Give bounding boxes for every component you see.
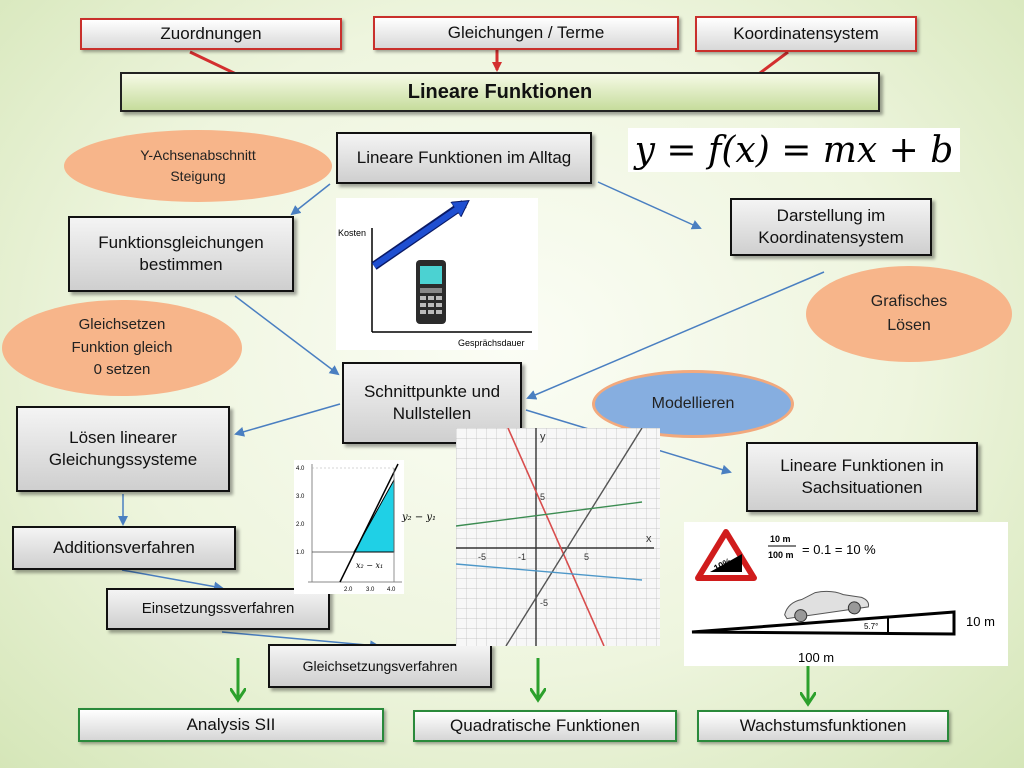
phone-cost-arrow-fill bbox=[372, 203, 464, 269]
oval-gleichsetzen: Gleichsetzen Funktion gleich 0 setzen bbox=[2, 300, 242, 396]
arrow-alltag-to-funktionsgleichungen bbox=[290, 183, 331, 216]
box-gleichsetzungsverfahren: Gleichsetzungsverfahren bbox=[268, 644, 492, 688]
prereq-koordinaten-label: Koordinatensystem bbox=[733, 23, 879, 43]
oval-gleichsetzen-line2: Funktion gleich bbox=[71, 338, 173, 356]
box-darstellung-koordinatensystem: Darstellung im Koordinatensystem bbox=[730, 198, 932, 256]
grid-line-red bbox=[507, 428, 605, 646]
grid-y-label: y bbox=[540, 431, 546, 443]
box-additionsverfahren: Additionsverfahren bbox=[12, 526, 236, 570]
box-additions-label: Additionsverfahren bbox=[53, 537, 195, 557]
arrow-funktionsgleichungen-to-schnittpunkte bbox=[234, 295, 340, 376]
slope-dx-label: x₂ − x₁ bbox=[356, 561, 383, 570]
oval-gleichsetzen-line1: Gleichsetzen bbox=[78, 316, 166, 334]
phone-cost-svg: Kosten Gesprächsdauer bbox=[338, 198, 532, 348]
slope-xtick-4: 4.0 bbox=[387, 587, 396, 593]
slope-ytick-2: 2.0 bbox=[296, 522, 305, 528]
box-loesen-label: Lösen linearer Gleichungssysteme bbox=[48, 427, 198, 469]
grid-line-graph: y x 5 -5 -5 -1 5 bbox=[456, 428, 660, 646]
prereq-zuordnungen-label: Zuordnungen bbox=[160, 23, 262, 43]
box-loesen-gleichungssysteme: Lösen linearer Gleichungssysteme bbox=[16, 406, 230, 492]
box-lineare-funktionen-alltag: Lineare Funktionen im Alltag bbox=[336, 132, 592, 184]
oval-y-achsenabschnitt: Y-Achsenabschnitt Steigung bbox=[64, 130, 332, 202]
grid-line-green bbox=[456, 501, 643, 527]
box-funktionsgleichungen-label: Funktionsgleichungen bestimmen bbox=[98, 232, 264, 274]
slope-ytick-4: 4.0 bbox=[296, 466, 305, 472]
box-gleichsetzungs-label: Gleichsetzungsverfahren bbox=[302, 657, 458, 674]
box-sachsituationen-label: Lineare Funktionen in Sachsituationen bbox=[780, 455, 944, 497]
page-title-text: Lineare Funktionen bbox=[407, 81, 593, 103]
oval-grafisches-loesen: Grafisches Lösen bbox=[806, 266, 1012, 362]
arrow-darstellung-to-schnittpunkte bbox=[526, 271, 825, 400]
grid-tick-5-left: -5 bbox=[478, 552, 486, 562]
ramp-length-label: 100 m bbox=[798, 650, 834, 665]
slope-line bbox=[339, 463, 399, 583]
slope-percentage-example: 10% 10 m 100 m = 0.1 = 10 % 5.7° 10 m 10… bbox=[684, 522, 1008, 666]
grid-line-blue bbox=[456, 563, 643, 581]
box-sachsituationen: Lineare Funktionen in Sachsituationen bbox=[746, 442, 978, 512]
outcome-wachstum: Wachstumsfunktionen bbox=[697, 710, 949, 742]
ramp-angle: 5.7° bbox=[864, 622, 878, 631]
formula-text: y = f(x) = mx + b bbox=[634, 129, 954, 171]
car-icon bbox=[784, 590, 870, 623]
ramp-height-label: 10 m bbox=[966, 614, 995, 629]
box-darstellung-label: Darstellung im Koordinatensystem bbox=[758, 205, 904, 247]
prereq-koordinatensystem: Koordinatensystem bbox=[695, 16, 917, 52]
box-schnittpunkte-label: Schnittpunkte und Nullstellen bbox=[363, 381, 501, 423]
mobile-phone-icon bbox=[416, 260, 446, 324]
oval-y-achse-line2: Steigung bbox=[170, 168, 226, 184]
outcome-quadratische: Quadratische Funktionen bbox=[413, 710, 677, 742]
grid-tick-5-right: 5 bbox=[584, 552, 589, 562]
phone-chart-ylabel: Kosten bbox=[338, 228, 366, 238]
slope-triangle-svg: 4.0 3.0 2.0 1.0 2.0 3.0 4.0 x₂ − x₁ bbox=[296, 463, 402, 593]
oval-gleichsetzen-line3: 0 setzen bbox=[93, 361, 151, 379]
box-einsetzungsverfahren: Einsetzungssverfahren bbox=[106, 588, 330, 630]
slope-xtick-2: 2.0 bbox=[344, 587, 353, 593]
prereq-zuordnungen: Zuordnungen bbox=[80, 18, 342, 50]
slope-fraction-denominator: 100 m bbox=[768, 550, 794, 560]
grid-tick-5-down: -5 bbox=[540, 598, 548, 608]
prereq-gleichungen-label: Gleichungen / Terme bbox=[447, 22, 605, 42]
slope-fraction-numerator: 10 m bbox=[770, 534, 791, 544]
arrow-einsetzungs-to-gleichsetzungs bbox=[221, 631, 380, 651]
warning-sign-icon: 10% bbox=[695, 529, 757, 581]
grid-line-svg: y x 5 -5 -5 -1 5 bbox=[456, 428, 660, 646]
formula-box: y = f(x) = mx + b bbox=[628, 128, 960, 172]
arrow-additions-to-einsetzungs bbox=[121, 569, 224, 592]
prereq-gleichungen-terme: Gleichungen / Terme bbox=[373, 16, 679, 50]
phone-cost-chart: Kosten Gesprächsdauer bbox=[336, 198, 538, 350]
outcome-analysis: Analysis SII bbox=[78, 708, 384, 742]
slope-example-svg: 10% 10 m 100 m = 0.1 = 10 % 5.7° 10 m 10… bbox=[691, 529, 995, 665]
arrow-alltag-to-darstellung bbox=[597, 181, 702, 230]
slope-xtick-3: 3.0 bbox=[366, 587, 375, 593]
slope-ytick-1: 1.0 bbox=[296, 550, 305, 556]
box-alltag-label: Lineare Funktionen im Alltag bbox=[356, 147, 572, 167]
phone-chart-xlabel: Gesprächsdauer bbox=[458, 338, 525, 348]
oval-grafisch-line2: Lösen bbox=[887, 317, 931, 334]
oval-modellieren-label: Modellieren bbox=[651, 395, 735, 412]
grid-tick-5-up: 5 bbox=[540, 492, 545, 502]
slope-ytick-3: 3.0 bbox=[296, 494, 305, 500]
oval-modellieren: Modellieren bbox=[592, 370, 794, 438]
ramp bbox=[691, 610, 956, 636]
page-title: Lineare Funktionen bbox=[120, 72, 880, 112]
arrow-schnittpunkte-to-loesen bbox=[234, 403, 341, 437]
grid-tick-minus1: -1 bbox=[518, 552, 526, 562]
grid-line-gray bbox=[505, 428, 643, 646]
oval-y-achse-line1: Y-Achsenabschnitt bbox=[140, 147, 256, 163]
slope-dy-label: y₂ − y₁ bbox=[402, 512, 437, 523]
grid-x-label: x bbox=[646, 533, 652, 545]
oval-grafisch-line1: Grafisches bbox=[870, 293, 948, 310]
slope-result: = 0.1 = 10 % bbox=[802, 542, 876, 557]
slope-triangle-graph: 4.0 3.0 2.0 1.0 2.0 3.0 4.0 x₂ − x₁ bbox=[294, 460, 404, 594]
outcome-quadratische-label: Quadratische Funktionen bbox=[450, 715, 640, 735]
box-funktionsgleichungen: Funktionsgleichungen bestimmen bbox=[68, 216, 294, 292]
box-schnittpunkte-nullstellen: Schnittpunkte und Nullstellen bbox=[342, 362, 522, 444]
outcome-wachstum-label: Wachstumsfunktionen bbox=[739, 715, 907, 735]
box-einsetzungs-label: Einsetzungssverfahren bbox=[141, 600, 295, 618]
outcome-analysis-label: Analysis SII bbox=[186, 714, 276, 734]
